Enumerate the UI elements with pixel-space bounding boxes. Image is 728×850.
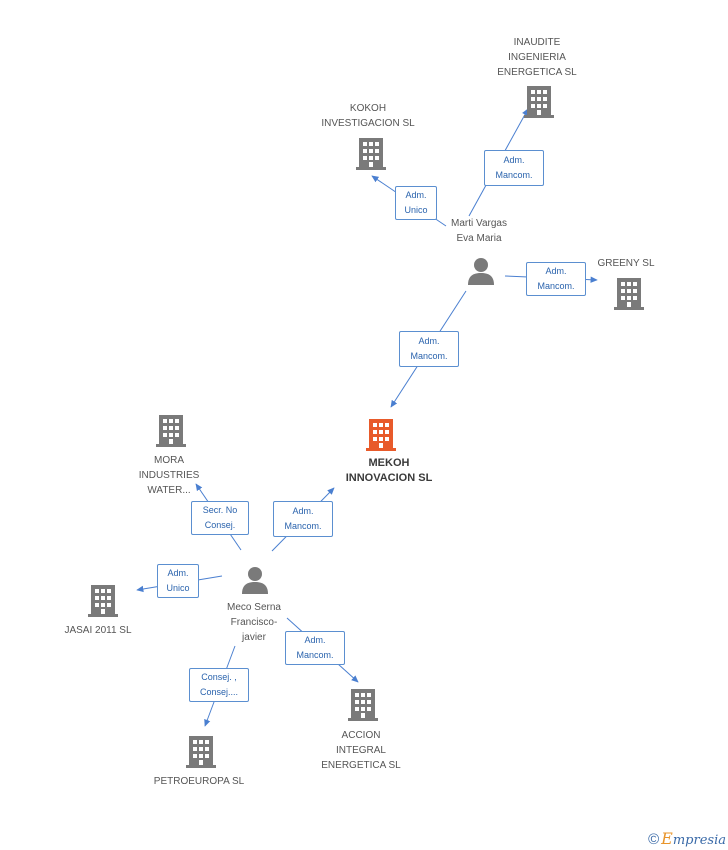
building-icon[interactable] <box>346 688 380 722</box>
role-line: Consej. <box>204 520 236 530</box>
label-line: INDUSTRIES <box>138 470 200 481</box>
role-line: Unico <box>404 205 428 215</box>
label-line: ENERGETICA SL <box>321 760 401 771</box>
company-label-petroeuropa[interactable]: PETROEUROPA SL <box>154 774 244 789</box>
building-icon[interactable] <box>86 584 120 618</box>
role-line: Mancom. <box>410 351 448 361</box>
company-label-inaudite[interactable]: INAUDITE INGENIERIA ENERGETICA SL <box>497 35 576 80</box>
role-badge-meco-jasai[interactable]: Adm. Unico <box>157 564 199 598</box>
building-icon[interactable] <box>184 735 218 769</box>
label-line: INTEGRAL <box>335 745 386 756</box>
role-badge-marti-kokoh[interactable]: Adm. Unico <box>395 186 437 220</box>
role-line: Mancom. <box>495 170 533 180</box>
person-icon[interactable] <box>240 565 270 595</box>
role-badge-meco-mora[interactable]: Secr. No Consej. <box>191 501 249 535</box>
label-line: ACCION <box>341 730 381 741</box>
copyright-symbol: © <box>648 831 660 848</box>
label-line: INVESTIGACION SL <box>321 118 415 129</box>
company-label-kokoh[interactable]: KOKOH INVESTIGACION SL <box>321 101 414 131</box>
person-icon[interactable] <box>466 256 496 286</box>
label-line: Eva Maria <box>456 233 502 244</box>
role-line: Unico <box>166 583 190 593</box>
building-icon-main[interactable] <box>364 418 398 452</box>
role-badge-meco-accion[interactable]: Adm. Mancom. <box>285 631 345 665</box>
label-line: javier <box>242 632 266 643</box>
label-line: Meco Serna <box>227 602 281 613</box>
empresia-logo: ©Empresia <box>648 829 726 848</box>
label-line: GREENY SL <box>597 258 655 269</box>
role-line: Secr. No <box>202 505 238 515</box>
company-label-mora[interactable]: MORA INDUSTRIES WATER... <box>139 453 200 498</box>
label-line: WATER... <box>147 485 191 496</box>
role-badge-marti-greeny[interactable]: Adm. Mancom. <box>526 262 586 296</box>
company-label-jasai[interactable]: JASAI 2011 SL <box>64 623 131 638</box>
role-line: Adm. <box>304 635 326 645</box>
role-badge-meco-petroeuropa[interactable]: Consej. , Consej.... <box>189 668 249 702</box>
label-line: Francisco- <box>230 617 278 628</box>
role-badge-meco-mekoh[interactable]: Adm. Mancom. <box>273 501 333 537</box>
role-badge-marti-mekoh[interactable]: Adm. Mancom. <box>399 331 459 367</box>
label-line: ENERGETICA SL <box>497 67 577 78</box>
building-icon[interactable] <box>154 414 188 448</box>
role-line: Adm. <box>405 190 427 200</box>
brand-name: mpresia <box>672 833 726 848</box>
building-icon[interactable] <box>522 85 556 119</box>
role-line: Consej.... <box>199 687 239 697</box>
role-line: Adm. <box>503 155 525 165</box>
role-line: Adm. <box>418 336 440 346</box>
label-line: MORA <box>154 455 184 466</box>
label-line: INGENIERIA <box>508 52 566 63</box>
person-label-meco[interactable]: Meco Serna Francisco- javier <box>227 600 281 645</box>
building-icon[interactable] <box>354 137 388 171</box>
label-line: Marti Vargas <box>451 218 507 229</box>
role-line: Adm. <box>545 266 567 276</box>
company-label-greeny[interactable]: GREENY SL <box>597 256 654 271</box>
company-label-mekoh[interactable]: MEKOH INNOVACION SL <box>346 456 433 486</box>
label-line: INNOVACION SL <box>345 472 433 484</box>
person-label-marti[interactable]: Marti Vargas Eva Maria <box>451 216 507 246</box>
role-badge-marti-inaudite[interactable]: Adm. Mancom. <box>484 150 544 186</box>
role-line: Mancom. <box>537 281 575 291</box>
label-line: INAUDITE <box>513 37 561 48</box>
label-line: JASAI 2011 SL <box>64 625 132 636</box>
role-line: Consej. , <box>201 672 237 682</box>
building-icon[interactable] <box>612 277 646 311</box>
label-line: MEKOH <box>368 457 410 469</box>
role-line: Adm. <box>167 568 189 578</box>
role-line: Mancom. <box>296 650 334 660</box>
company-label-accion[interactable]: ACCION INTEGRAL ENERGETICA SL <box>321 728 400 773</box>
brand-initial: E <box>661 829 673 848</box>
label-line: KOKOH <box>349 103 387 114</box>
label-line: PETROEUROPA SL <box>153 776 245 787</box>
role-line: Mancom. <box>284 521 322 531</box>
role-line: Adm. <box>292 506 314 516</box>
